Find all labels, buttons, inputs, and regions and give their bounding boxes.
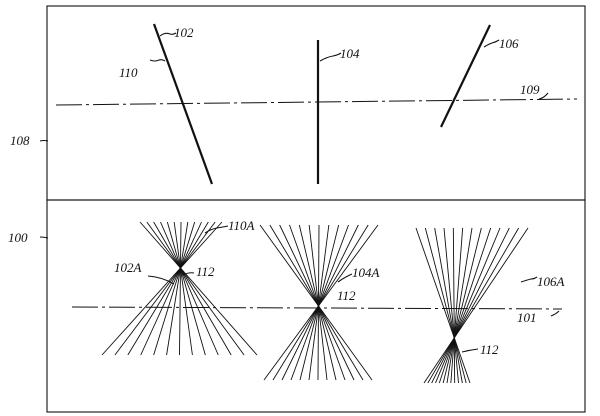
ray-line bbox=[139, 221, 258, 356]
leader-106A bbox=[520, 276, 538, 283]
label-104: 104 bbox=[340, 46, 360, 61]
leader-110A bbox=[204, 225, 229, 234]
label-110: 110 bbox=[119, 65, 138, 80]
leader-104A bbox=[337, 273, 353, 283]
label-104A: 104A bbox=[352, 265, 380, 280]
ray-line bbox=[434, 227, 463, 384]
ray-line bbox=[179, 221, 182, 356]
ray-line bbox=[415, 227, 471, 384]
line-106 bbox=[440, 24, 491, 128]
label-112-second: 112 bbox=[337, 288, 356, 303]
ray-line bbox=[166, 221, 206, 356]
label-110A: 110A bbox=[228, 218, 255, 233]
line-102 bbox=[152, 23, 214, 185]
ray-line bbox=[160, 221, 219, 356]
ray-line bbox=[166, 221, 189, 356]
ray-line bbox=[263, 224, 379, 381]
ray-line bbox=[423, 227, 529, 384]
ray-line bbox=[442, 227, 482, 384]
ray-line bbox=[435, 227, 501, 384]
ray-fan-104A bbox=[259, 224, 379, 381]
ray-line bbox=[452, 227, 456, 384]
label-102A: 102A bbox=[114, 260, 142, 275]
ray-line bbox=[114, 221, 216, 356]
label-109: 109 bbox=[520, 82, 540, 97]
leader-101 bbox=[550, 310, 560, 317]
ray-line bbox=[446, 227, 473, 384]
label-112-first: 112 bbox=[196, 264, 215, 279]
ray-line bbox=[431, 227, 510, 384]
label-106: 106 bbox=[499, 36, 519, 51]
ray-line bbox=[427, 227, 520, 384]
ray-line bbox=[438, 227, 492, 384]
leader-112-first bbox=[182, 272, 195, 276]
ray-line bbox=[153, 221, 196, 356]
ray-line bbox=[450, 227, 464, 384]
ray-line bbox=[101, 221, 223, 356]
leader-110 bbox=[149, 59, 166, 62]
ray-line bbox=[443, 227, 459, 384]
leader-108 bbox=[39, 139, 49, 142]
ray-line bbox=[173, 221, 193, 356]
label-101: 101 bbox=[517, 310, 537, 325]
label-112-third: 112 bbox=[480, 342, 499, 357]
leader-112-third bbox=[461, 348, 479, 353]
ray-line bbox=[146, 221, 245, 356]
lower-panel-frame bbox=[46, 199, 586, 413]
leader-109 bbox=[538, 92, 549, 100]
upper-dash-dot-axis bbox=[55, 98, 578, 106]
label-100: 100 bbox=[8, 230, 28, 245]
ray-fan-106A bbox=[415, 227, 529, 384]
leader-106 bbox=[483, 39, 500, 48]
ray-fan-102A bbox=[101, 221, 258, 356]
ray-line bbox=[153, 221, 232, 356]
leader-102 bbox=[159, 32, 177, 37]
label-106A: 106A bbox=[537, 274, 565, 289]
label-108: 108 bbox=[10, 133, 30, 148]
ray-line bbox=[127, 221, 209, 356]
ray-line bbox=[424, 227, 467, 384]
leader-100 bbox=[39, 236, 49, 239]
label-102: 102 bbox=[174, 25, 194, 40]
ray-line bbox=[140, 221, 202, 356]
leader-104 bbox=[319, 52, 342, 62]
leader-102A bbox=[147, 275, 175, 285]
